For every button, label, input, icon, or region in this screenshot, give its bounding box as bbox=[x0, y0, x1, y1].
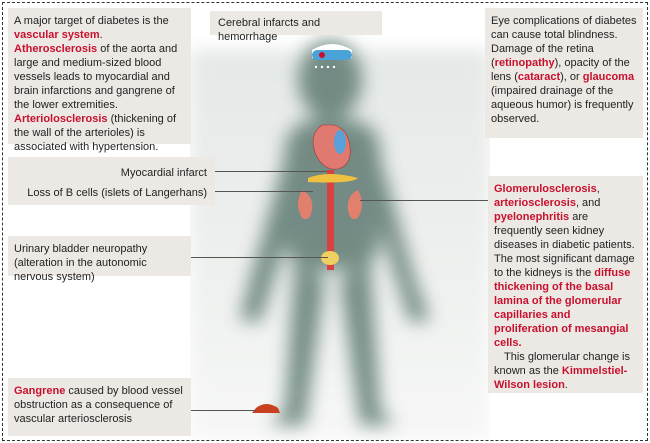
leader-line bbox=[191, 257, 328, 258]
text: This glomerular change is known as the bbox=[494, 351, 630, 377]
foot-icon bbox=[252, 404, 280, 413]
highlight: glaucoma bbox=[582, 71, 635, 83]
text: A major target of diabetes is the bbox=[14, 15, 169, 27]
text: ), or bbox=[560, 71, 583, 83]
vascular-system-box: A major target of diabetes is the vascul… bbox=[8, 8, 191, 153]
highlight: Glomerulosclerosis bbox=[494, 183, 597, 195]
text: , and bbox=[575, 197, 601, 209]
text: (impaired drainage of the aqueous humor)… bbox=[491, 85, 634, 125]
organ-labels-box: Myocardial infarct Loss of B cells (isle… bbox=[8, 157, 215, 205]
text: , bbox=[596, 183, 600, 195]
text: . bbox=[564, 379, 568, 391]
body-silhouette bbox=[190, 40, 490, 440]
leader-line bbox=[215, 191, 313, 192]
kidney-icon bbox=[298, 190, 313, 219]
highlight: Kimmelstiel-Wilson lesion bbox=[494, 365, 628, 391]
text: Eye complications of diabetes can cause … bbox=[491, 15, 637, 69]
text: are frequently seen kidney diseases in d… bbox=[494, 211, 635, 279]
kidney-diseases-box: Glomerulosclerosis, arteriosclerosis, an… bbox=[488, 176, 643, 393]
text: (thickening of the wall of the arteriole… bbox=[14, 113, 177, 153]
pancreas-icon bbox=[308, 174, 358, 183]
leader-line bbox=[215, 171, 327, 172]
highlight: vascular system bbox=[14, 29, 100, 41]
b-cells-label: Loss of B cells (islets of Langerhans) bbox=[27, 187, 207, 199]
text: of the aorta and large and medium-sized … bbox=[14, 43, 178, 111]
highlight: Arteriolosclerosis bbox=[14, 113, 108, 125]
leader-line bbox=[191, 410, 257, 411]
highlight: diffuse thickening of the basal lamina o… bbox=[494, 267, 631, 349]
myocardial-infarct-label: Myocardial infarct bbox=[120, 167, 207, 179]
highlight: cataract bbox=[517, 71, 561, 83]
text: . bbox=[99, 29, 103, 41]
highlight: pyelonephritis bbox=[494, 211, 570, 223]
brain-icon bbox=[312, 44, 352, 60]
cerebral-label: Cerebral infarcts and hemorrhage bbox=[210, 11, 382, 43]
gangrene-box: Gangrene caused by blood vessel obstruct… bbox=[8, 378, 191, 436]
text: caused by blood vessel obstruction as a … bbox=[14, 385, 183, 425]
text: ), opacity of the lens ( bbox=[491, 57, 630, 83]
bladder-icon bbox=[321, 251, 339, 265]
eye-complications-box: Eye complications of diabetes can cause … bbox=[485, 8, 643, 138]
highlight: Atherosclerosis bbox=[14, 43, 98, 55]
highlight: arteriosclerosis bbox=[494, 197, 576, 209]
highlight: retinopathy bbox=[494, 57, 555, 69]
leader-line bbox=[360, 200, 488, 201]
highlight: Gangrene bbox=[14, 385, 66, 397]
bladder-label: Urinary bladder neuropathy (alteration i… bbox=[8, 236, 191, 283]
